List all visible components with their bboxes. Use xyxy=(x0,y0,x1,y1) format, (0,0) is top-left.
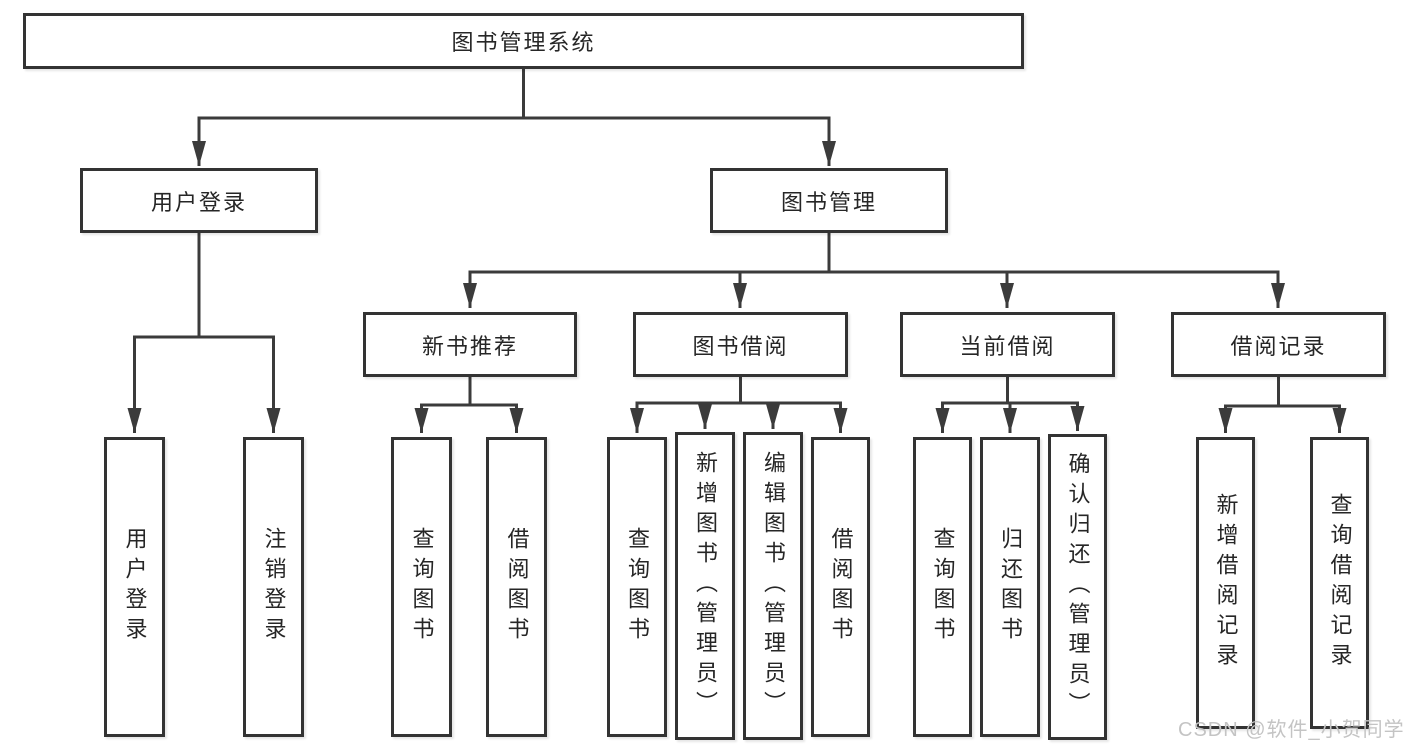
leaf-query-books-borrow-label: 查询图书 xyxy=(625,527,650,647)
leaf-add-borrow-record: 新增借阅记录 xyxy=(1196,437,1255,729)
leaf-edit-books-admin: 编辑图书（管理员） xyxy=(743,432,803,740)
leaf-query-books-current-label: 查询图书 xyxy=(930,527,956,647)
node-borrow-records: 借阅记录 xyxy=(1171,312,1386,377)
leaf-query-borrow-record: 查询借阅记录 xyxy=(1310,437,1369,729)
leaf-query-books-borrow: 查询图书 xyxy=(607,437,667,737)
leaf-logout-label: 注销登录 xyxy=(261,527,287,647)
leaf-logout: 注销登录 xyxy=(243,437,304,737)
leaf-add-books-admin-label: 新增图书（管理员） xyxy=(693,451,718,721)
leaf-query-books-current: 查询图书 xyxy=(913,437,972,737)
node-root-label: 图书管理系统 xyxy=(451,30,596,55)
leaf-query-books-recommend: 查询图书 xyxy=(391,437,452,737)
node-book-management: 图书管理 xyxy=(710,168,948,233)
leaf-user-login: 用户登录 xyxy=(104,437,165,737)
leaf-return-books: 归还图书 xyxy=(980,437,1040,737)
leaf-edit-books-admin-label: 编辑图书（管理员） xyxy=(761,451,786,721)
leaf-borrow-books: 借阅图书 xyxy=(811,437,870,737)
node-book-borrow-label: 图书借阅 xyxy=(692,333,789,359)
csdn-watermark: CSDN @软件_小贺同学 xyxy=(1178,719,1405,741)
leaf-query-books-recommend-label: 查询图书 xyxy=(409,527,435,647)
leaf-borrow-books-recommend: 借阅图书 xyxy=(486,437,547,737)
leaf-user-login-label: 用户登录 xyxy=(122,527,148,647)
node-book-management-label: 图书管理 xyxy=(780,189,877,215)
node-book-borrow: 图书借阅 xyxy=(633,312,848,377)
leaf-confirm-return-admin-label: 确认归还（管理员） xyxy=(1065,452,1091,722)
leaf-add-borrow-record-label: 新增借阅记录 xyxy=(1213,493,1239,673)
leaf-return-books-label: 归还图书 xyxy=(998,527,1023,647)
leaf-borrow-books-recommend-label: 借阅图书 xyxy=(504,527,530,647)
node-new-book-recommend-label: 新书推荐 xyxy=(421,333,518,359)
node-new-book-recommend: 新书推荐 xyxy=(363,312,577,377)
node-user-login-label: 用户登录 xyxy=(150,189,247,215)
leaf-borrow-books-label: 借阅图书 xyxy=(828,527,854,647)
leaf-query-borrow-record-label: 查询借阅记录 xyxy=(1327,493,1353,673)
node-root: 图书管理系统 xyxy=(23,13,1024,69)
leaf-add-books-admin: 新增图书（管理员） xyxy=(675,432,735,740)
leaf-confirm-return-admin: 确认归还（管理员） xyxy=(1048,434,1107,740)
node-current-borrow: 当前借阅 xyxy=(900,312,1115,377)
node-user-login: 用户登录 xyxy=(80,168,318,233)
node-borrow-records-label: 借阅记录 xyxy=(1230,333,1327,359)
node-current-borrow-label: 当前借阅 xyxy=(959,333,1056,359)
